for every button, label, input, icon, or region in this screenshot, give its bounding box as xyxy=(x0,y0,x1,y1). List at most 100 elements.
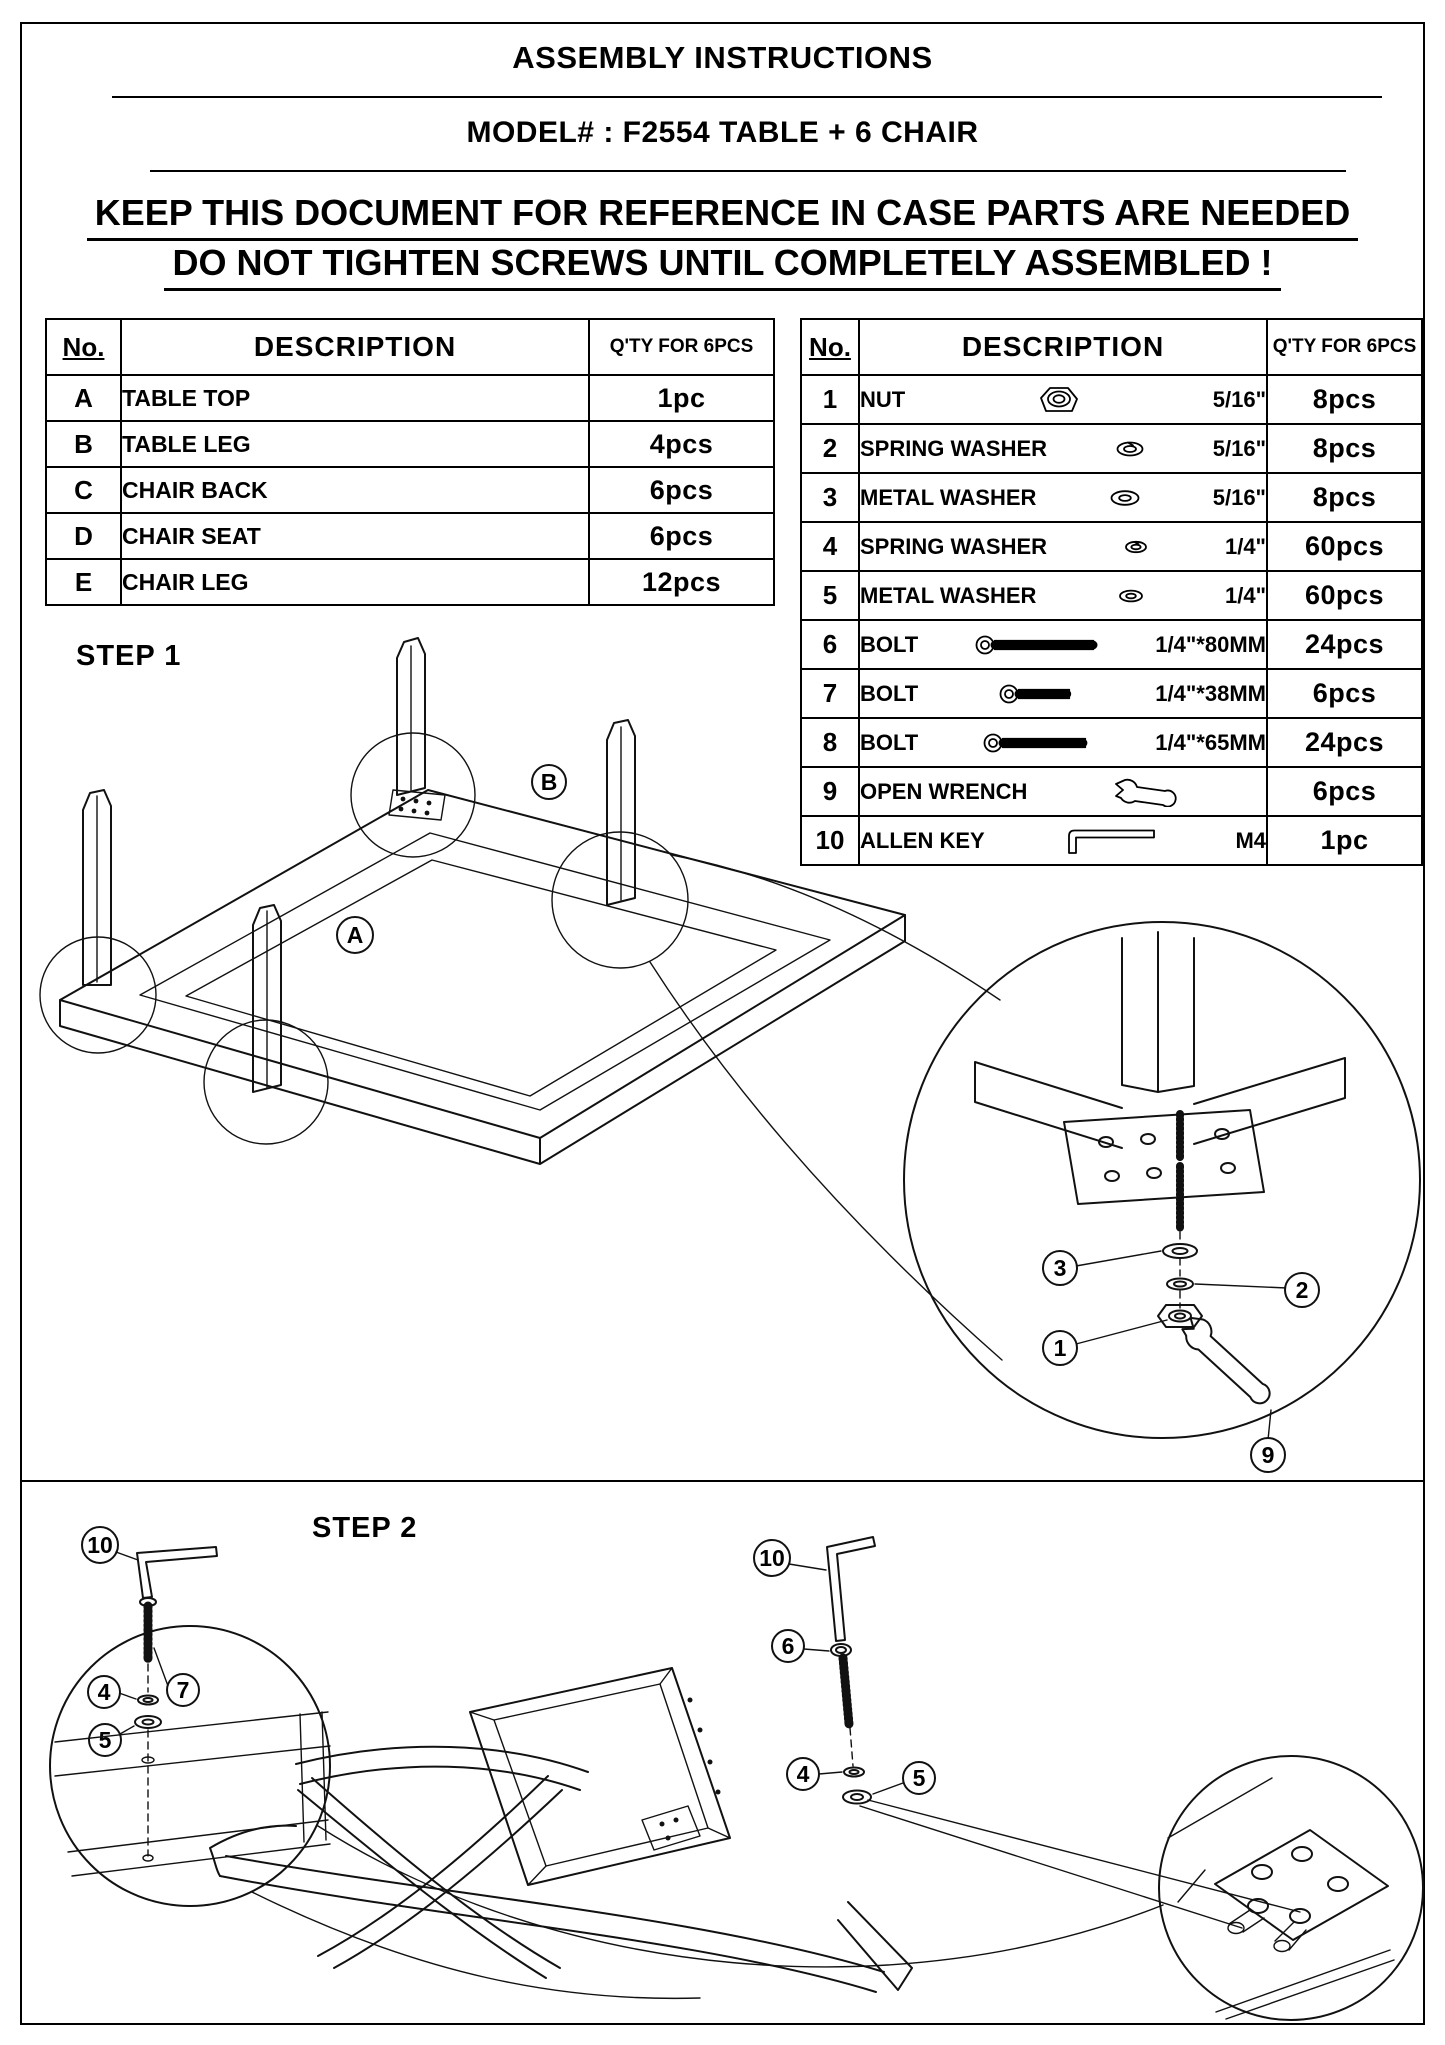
part-no: C xyxy=(45,466,122,514)
hw-size: 1/4"*80MM xyxy=(1155,631,1266,657)
part-qty: 1pc xyxy=(588,374,775,422)
table-top xyxy=(59,789,906,1139)
hw-no: 9 xyxy=(800,766,860,817)
joint-highlight-circle xyxy=(39,936,157,1054)
hw-qty: 24pcs xyxy=(1266,619,1423,670)
nut-icon xyxy=(1038,385,1080,415)
hw-name: METAL WASHER xyxy=(860,582,1037,608)
corner-bracket xyxy=(388,789,446,821)
joint-highlight-circle xyxy=(203,1019,329,1145)
spring-washer-icon xyxy=(1114,440,1146,458)
table-row: B TABLE LEG 4pcs xyxy=(45,420,775,468)
svg-text:1: 1 xyxy=(1054,1335,1067,1361)
callout-table-top: A xyxy=(336,916,374,954)
metal-washer xyxy=(134,1715,162,1729)
hw-qty: 6pcs xyxy=(1266,668,1423,719)
svg-text:5: 5 xyxy=(99,1727,112,1753)
hw-name: SPRING WASHER xyxy=(860,435,1048,461)
table-row: 2 SPRING WASHER 5/16" 8pcs xyxy=(800,423,1423,474)
hw-description: ALLEN KEY M4 xyxy=(858,815,1268,866)
step2-label: STEP 2 xyxy=(312,1512,418,1544)
hardware-col-no: No. xyxy=(800,318,860,376)
callout-table-leg: B xyxy=(531,764,567,800)
part-qty: 12pcs xyxy=(588,558,775,606)
hw-name: OPEN WRENCH xyxy=(860,778,1028,804)
hw-size: 5/16" xyxy=(1212,484,1266,510)
part-no: E xyxy=(45,558,122,606)
bolt-threads xyxy=(838,1653,854,1729)
part-description: CHAIR SEAT xyxy=(120,512,590,560)
hw-qty: 60pcs xyxy=(1266,570,1423,621)
bolt-icon xyxy=(975,634,1099,656)
svg-text:B: B xyxy=(541,769,558,795)
hardware-col-qty: Q'TY FOR 6PCS xyxy=(1266,318,1423,376)
spring-washer xyxy=(1166,1277,1194,1291)
hw-size: 1/4"*38MM xyxy=(1155,680,1266,706)
section-divider xyxy=(20,1480,1425,1482)
parts-col-description: DESCRIPTION xyxy=(120,318,590,376)
hw-size: 1/4" xyxy=(1224,533,1266,559)
hw-name: BOLT xyxy=(860,680,919,706)
svg-text:10: 10 xyxy=(759,1545,785,1571)
hw-name: BOLT xyxy=(860,631,919,657)
step2-chair-drawing xyxy=(209,1667,1164,2000)
part-no: D xyxy=(45,512,122,560)
parts-table: No. DESCRIPTION Q'TY FOR 6PCS A TABLE TO… xyxy=(45,318,775,606)
seat-corner-bracket xyxy=(641,1805,701,1851)
callout-wrench: 9 xyxy=(1250,1437,1286,1473)
warning-line-2: DO NOT TIGHTEN SCREWS UNTIL COMPLETELY A… xyxy=(0,242,1445,291)
title-underline xyxy=(112,96,1382,98)
open-wrench xyxy=(1181,1316,1271,1405)
svg-text:5: 5 xyxy=(913,1765,926,1791)
hw-qty: 8pcs xyxy=(1266,423,1423,474)
spring-washer xyxy=(843,1766,865,1778)
table-row: A TABLE TOP 1pc xyxy=(45,374,775,422)
svg-text:7: 7 xyxy=(177,1677,190,1703)
metal-washer-icon xyxy=(1108,489,1142,506)
table-row: 3 METAL WASHER 5/16" 8pcs xyxy=(800,472,1423,523)
hw-size: 5/16" xyxy=(1212,386,1266,412)
allen-key xyxy=(136,1546,218,1599)
part-description: TABLE TOP xyxy=(120,374,590,422)
hw-qty: 24pcs xyxy=(1266,717,1423,768)
hw-no: 7 xyxy=(800,668,860,719)
nut xyxy=(1157,1304,1203,1328)
table-row: 5 METAL WASHER 1/4" 60pcs xyxy=(800,570,1423,621)
table-row: 4 SPRING WASHER 1/4" 60pcs xyxy=(800,521,1423,572)
step2-left-hardware: 10 4 7 5 xyxy=(81,1526,218,1862)
step1-table-drawing: A B xyxy=(39,637,1003,1361)
bolt-icon xyxy=(983,732,1091,754)
svg-text:9: 9 xyxy=(1262,1442,1275,1468)
metal-washer xyxy=(842,1789,872,1805)
hw-size: M4 xyxy=(1235,827,1266,853)
part-qty: 6pcs xyxy=(588,512,775,560)
hw-name: SPRING WASHER xyxy=(860,533,1048,559)
page-title: ASSEMBLY INSTRUCTIONS xyxy=(512,40,933,75)
hw-qty: 6pcs xyxy=(1266,766,1423,817)
hw-qty: 60pcs xyxy=(1266,521,1423,572)
svg-text:4: 4 xyxy=(797,1761,810,1787)
table-row: 8 BOLT 1/4"*65MM 24pcs xyxy=(800,717,1423,768)
hw-qty: 1pc xyxy=(1266,815,1423,866)
warning-line-1-text: KEEP THIS DOCUMENT FOR REFERENCE IN CASE… xyxy=(86,192,1359,241)
callout-metal-washer-right: 5 xyxy=(902,1761,936,1795)
part-qty: 4pcs xyxy=(588,420,775,468)
part-no: A xyxy=(45,374,122,422)
table-row: E CHAIR LEG 12pcs xyxy=(45,558,775,606)
hardware-table-header: No. DESCRIPTION Q'TY FOR 6PCS xyxy=(800,318,1423,376)
hw-description: NUT 5/16" xyxy=(858,374,1268,425)
table-leg xyxy=(82,789,112,986)
hardware-col-description: DESCRIPTION xyxy=(858,318,1268,376)
hw-size: 1/4" xyxy=(1224,582,1266,608)
hw-description: SPRING WASHER 5/16" xyxy=(858,423,1268,474)
bolt-icon xyxy=(999,683,1075,705)
table-row: 1 NUT 5/16" 8pcs xyxy=(800,374,1423,425)
open-wrench-icon xyxy=(1113,777,1181,807)
part-description: TABLE LEG xyxy=(120,420,590,468)
svg-text:4: 4 xyxy=(98,1679,111,1705)
hw-no: 4 xyxy=(800,521,860,572)
hw-description: METAL WASHER 1/4" xyxy=(858,570,1268,621)
table-leg xyxy=(396,637,426,796)
hw-name: BOLT xyxy=(860,729,919,755)
